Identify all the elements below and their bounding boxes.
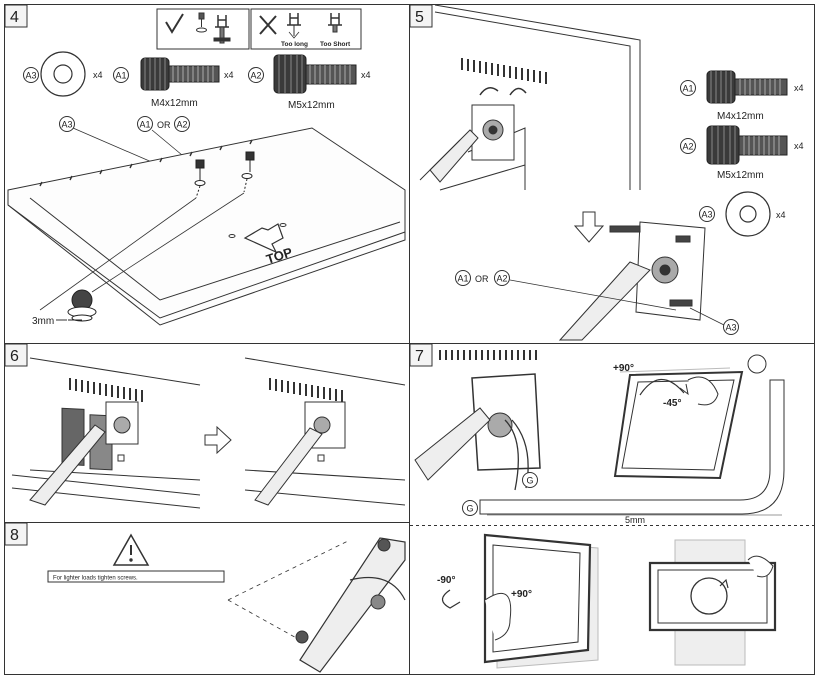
washer-detail-icon — [67, 289, 97, 322]
p5-part-a2-size: M5x12mm — [717, 170, 764, 181]
panel-5: A1 x4 M4x12mm A2 x4 M5x12mm A3 x4 — [419, 4, 804, 341]
p5-callout-a2: A2 — [496, 274, 507, 284]
callout-circle — [23, 67, 39, 83]
cross-icon — [259, 15, 277, 35]
p5-part-a3-qty: x4 — [776, 210, 786, 220]
part-a1-qty: x4 — [224, 70, 234, 80]
top-arrow-icon — [243, 223, 284, 254]
p5-callout-a1: A1 — [457, 274, 468, 284]
too-short-label: Too Short — [320, 41, 351, 48]
callout-or: OR — [157, 120, 171, 130]
screw-too-short-icon — [328, 13, 342, 33]
step-7-number: 7 — [415, 348, 424, 365]
part-a2-qty: x4 — [361, 70, 371, 80]
callout-a2: A2 — [176, 120, 187, 130]
rotating-monitor-icon — [441, 533, 599, 669]
panel-9 — [441, 533, 777, 669]
p9-plus90: +90° — [511, 589, 532, 600]
step-4-number: 4 — [10, 9, 19, 26]
part-a3-code: A3 — [25, 71, 36, 81]
next-arrow-icon — [204, 425, 232, 455]
washer-icon — [40, 51, 86, 97]
callout-a3: A3 — [61, 120, 72, 130]
too-long-label: Too long — [281, 41, 308, 48]
down-arrow-icon — [573, 211, 605, 243]
p5-callout-or: OR — [475, 274, 489, 284]
vesa-plate-icon — [419, 87, 527, 183]
panel-6 — [11, 357, 406, 509]
p7-plus90: +90° — [613, 363, 634, 374]
p5-callout-a3: A3 — [725, 323, 736, 333]
screw-m5-icon — [273, 54, 357, 94]
callout-a1: A1 — [139, 120, 150, 130]
panel-4: Too long Too Short A3 x4 A1 x4 M4x12mm A… — [7, 8, 406, 327]
p5-screw-m4-icon — [706, 70, 788, 104]
monitor-back — [7, 127, 406, 326]
screw-too-long-icon — [287, 13, 301, 39]
screw-ok-icon — [196, 12, 231, 44]
mounted-plate-icon — [558, 221, 706, 341]
gap-label: 3mm — [32, 316, 54, 327]
part-a3-qty: x4 — [93, 70, 103, 80]
panel-8 — [47, 533, 406, 673]
p7-width-label: 5mm — [625, 515, 645, 525]
p5-washer-icon — [725, 191, 771, 237]
part-a2-code: A2 — [250, 71, 261, 81]
p5-part-a3-code: A3 — [701, 210, 712, 220]
part-a1-code: A1 — [115, 71, 126, 81]
step-6-number: 6 — [10, 348, 19, 365]
screw-m4-icon — [140, 57, 220, 91]
p5-part-a1-qty: x4 — [794, 83, 804, 93]
warning-text: For lighter loads tighten screws. — [53, 576, 138, 582]
tilted-monitor-icon — [613, 367, 744, 480]
monitor-back-5 — [434, 4, 641, 191]
step-5-number: 5 — [415, 9, 424, 26]
p7-g-callout-2: G — [466, 504, 473, 514]
rotated-monitor-icon — [648, 539, 777, 666]
check-icon — [165, 13, 184, 34]
step-boxes — [4, 4, 433, 546]
screw-length-guide — [156, 8, 362, 50]
panel-7 — [414, 350, 785, 516]
part-a1-size: M4x12mm — [151, 98, 198, 109]
p5-part-a1-code: A1 — [682, 84, 693, 94]
p5-screw-m5-icon — [706, 125, 788, 165]
p5-part-a2-qty: x4 — [794, 141, 804, 151]
p7-g-callout: G — [526, 476, 533, 486]
p9-minus90: -90° — [437, 575, 455, 586]
step-8-number: 8 — [10, 527, 19, 544]
p5-part-a1-size: M4x12mm — [717, 111, 764, 122]
p7-minus45: -45° — [663, 398, 681, 409]
part-a2-size: M5x12mm — [288, 100, 335, 111]
p5-part-a2-code: A2 — [682, 142, 693, 152]
